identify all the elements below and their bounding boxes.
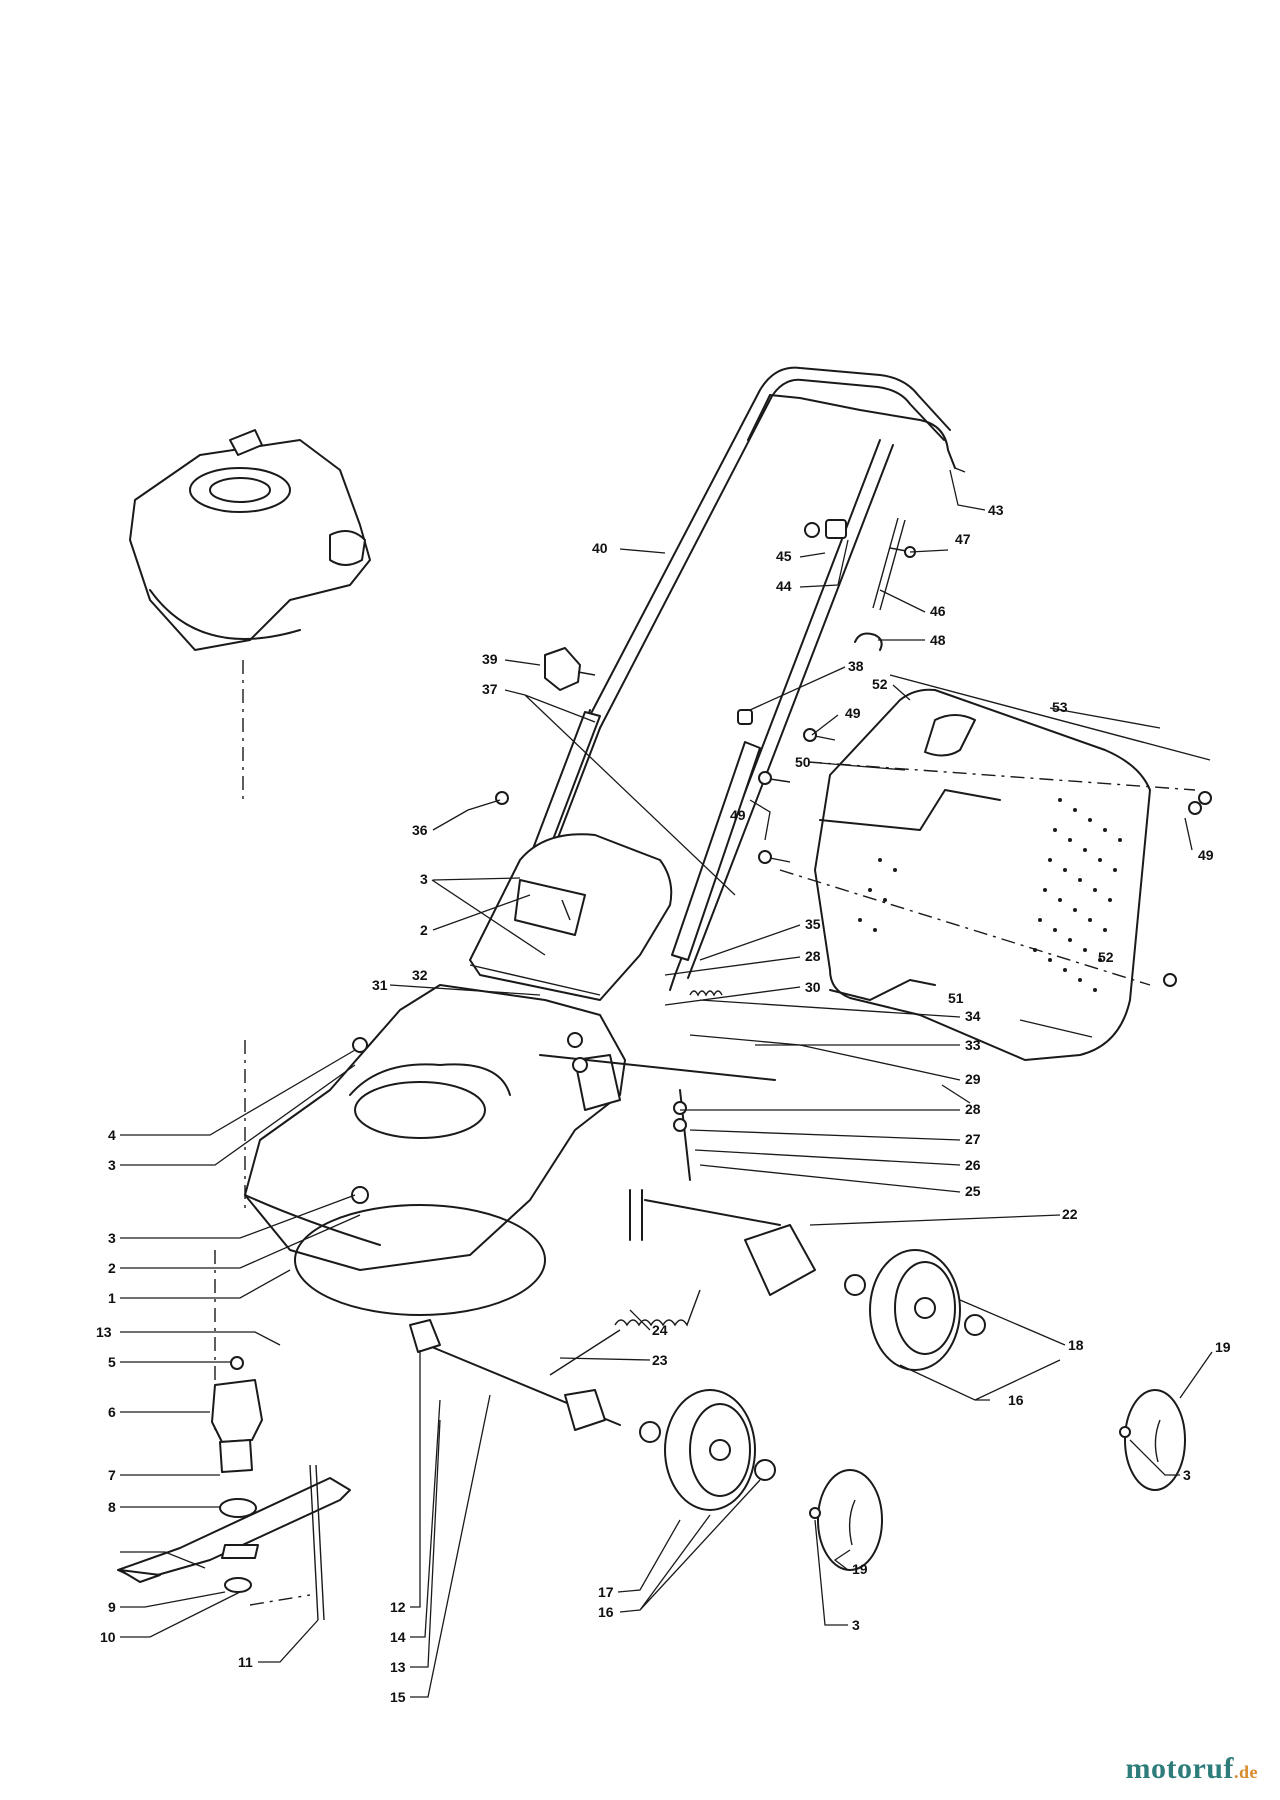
callout-40: 40 [592,540,608,556]
callout-28-lower: 28 [965,1101,981,1117]
callout-2-left: 2 [108,1260,116,1276]
callout-27: 27 [965,1131,981,1147]
callout-51: 51 [948,990,964,1006]
engine [129,429,371,800]
callout-9: 9 [108,1599,116,1615]
callout-32: 32 [412,967,428,983]
callout-13-upper: 13 [96,1324,112,1340]
callout-49-top: 49 [845,705,861,721]
callout-37: 37 [482,681,498,697]
callout-36: 36 [412,822,428,838]
callout-44: 44 [776,578,792,594]
callout-16-front: 16 [598,1604,614,1620]
blade-assembly [117,1356,351,1621]
callout-43: 43 [988,502,1004,518]
callout-50: 50 [795,754,811,770]
watermark-main: motoruf [1125,1752,1234,1785]
callout-3-deck: 3 [108,1157,116,1173]
callout-45: 45 [776,548,792,564]
callout-3-left: 3 [108,1230,116,1246]
callout-35: 35 [805,916,821,932]
callout-14: 14 [390,1629,406,1645]
callout-30: 30 [805,979,821,995]
callout-10: 10 [100,1629,116,1645]
watermark-tld: .de [1234,1762,1258,1782]
callout-25: 25 [965,1183,981,1199]
callout-12: 12 [390,1599,406,1615]
callout-13-lower: 13 [390,1659,406,1675]
callout-11: 11 [238,1654,253,1670]
callout-48: 48 [930,632,946,648]
callout-49-right: 49 [1198,847,1214,863]
callout-8: 8 [108,1499,116,1515]
callout-2-upper: 2 [420,922,428,938]
callout-31: 31 [372,977,388,993]
callout-34: 34 [965,1008,981,1024]
callout-46: 46 [930,603,946,619]
callout-16-right: 16 [1008,1392,1024,1408]
callout-47: 47 [955,531,971,547]
callout-24: 24 [652,1322,668,1338]
leader-lines [120,469,1213,1698]
callout-labels: 40 43 45 47 44 46 48 39 38 37 52 53 49 5… [96,502,1231,1705]
callout-26: 26 [965,1157,981,1173]
callout-52-bottom: 52 [1098,949,1114,965]
callout-49-left: 49 [730,807,746,823]
axles-and-levers [351,990,816,1431]
front-wheel [639,1389,776,1511]
mower-deck [214,984,626,1430]
callout-18: 18 [1068,1337,1084,1353]
handle-assembly [495,366,966,991]
callout-23: 23 [652,1352,668,1368]
rear-wheel [844,1249,986,1371]
callout-33: 33 [965,1037,981,1053]
callout-29: 29 [965,1071,981,1087]
callout-15: 15 [390,1689,406,1705]
callout-7: 7 [108,1467,116,1483]
callout-22: 22 [1062,1206,1078,1222]
callout-3-upper: 3 [420,871,428,887]
callout-3-cap-center: 3 [852,1617,860,1633]
callout-28-upper: 28 [805,948,821,964]
callout-52-top: 52 [872,676,888,692]
callout-3-cap-right: 3 [1183,1467,1191,1483]
rear-guard [469,833,673,1001]
callout-6: 6 [108,1404,116,1420]
callout-19-right: 19 [1215,1339,1231,1355]
callout-39: 39 [482,651,498,667]
callout-19-center: 19 [852,1561,868,1577]
callout-53: 53 [1052,699,1068,715]
hub-caps [809,1389,1186,1571]
grass-catcher [758,674,1212,1061]
callout-38: 38 [848,658,864,674]
callout-5: 5 [108,1354,116,1370]
callout-1: 1 [108,1290,116,1306]
callout-17: 17 [598,1584,614,1600]
motoruf-watermark: motoruf.de [1126,1752,1258,1786]
callout-4: 4 [108,1127,116,1143]
